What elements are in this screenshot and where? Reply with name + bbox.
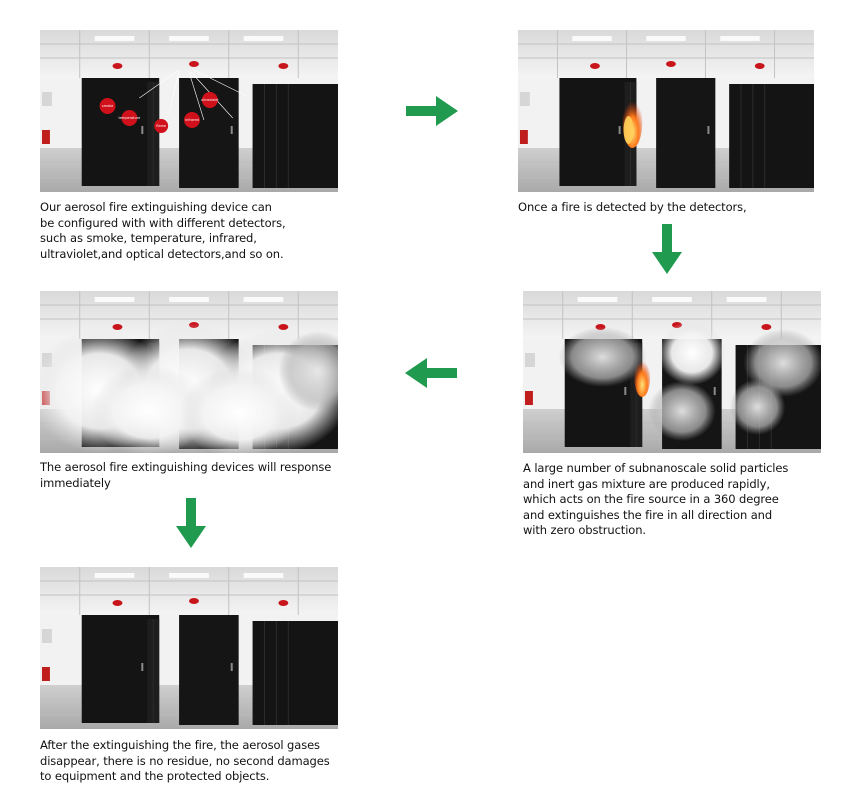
step-3-image [523,291,821,453]
fire-flame [634,357,651,397]
step-1-image: smoke temperature flame infrared ultravi… [40,30,338,192]
badge-text: ultraviolet [201,98,219,102]
step-5-caption: After the extinguishing the fire, the ae… [40,738,330,783]
arrow-down-icon [176,498,206,550]
step-2-image [518,30,814,192]
arrow-left-icon [405,358,459,388]
arrow-right-icon [406,96,460,126]
badge-text: flame [156,124,166,128]
step-5-image [40,567,338,729]
step-3-caption: A large number of subnanoscale solid par… [523,461,789,537]
badge-text: infrared [185,118,199,122]
step-4-caption: The aerosol fire extinguishing devices w… [40,460,332,490]
arrow-down-icon [652,224,682,276]
badge-text: temperature [119,116,141,120]
badge-text: smoke [102,104,113,108]
detector-badges: smoke temperature flame infrared ultravi… [99,92,219,133]
step-4-image [40,291,338,453]
step-1-caption: Our aerosol fire extinguishing device ca… [40,200,286,261]
step-2-caption: Once a fire is detected by the detectors… [518,200,747,214]
